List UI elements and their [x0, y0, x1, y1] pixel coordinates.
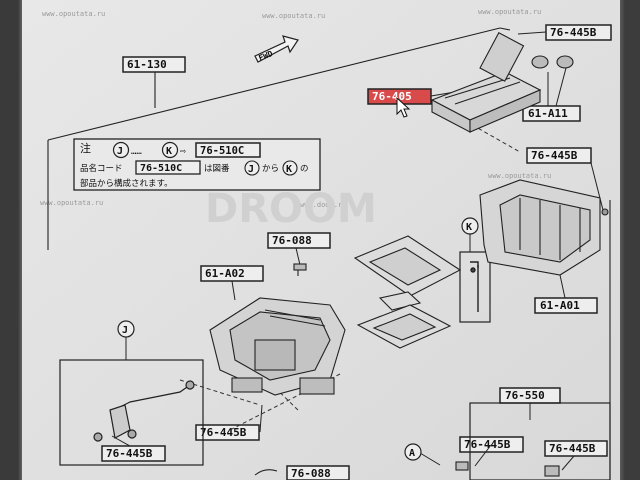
watermark-group: www.opoutata.ru www.opoutata.ru www.opou…: [40, 8, 551, 209]
detail-frames: [59, 251, 611, 480]
heater-unit: [209, 297, 346, 396]
note-line1-end: の: [300, 164, 309, 174]
callout-k: K: [466, 222, 472, 233]
note-line1-j: J: [248, 164, 254, 175]
small-clip: [293, 263, 307, 276]
watermark-mid-right: www.opoutata.ru: [488, 172, 551, 180]
note-callout-j: J: [117, 146, 123, 157]
linkage-part: [93, 380, 195, 442]
note-dots: ……: [131, 147, 142, 157]
upper-duct-part: [430, 31, 574, 133]
detail-frame-j: [59, 359, 204, 466]
bottom-right-parts: [254, 461, 560, 477]
note-marker: 注: [80, 141, 91, 155]
label-bottom-small: 76-088: [291, 467, 331, 480]
note-callout-k: K: [166, 146, 172, 157]
filter-plates: [353, 235, 462, 349]
label-heater-unit: 61-A02: [205, 267, 245, 280]
callout-circles: K J A: [117, 217, 479, 461]
label-boxes: 61-130 76-445B 76-405 61-A11 76-445B 76-…: [101, 24, 612, 480]
leader-lines: [111, 31, 604, 471]
rod-part: [470, 261, 479, 312]
watermark-mid-left: www.opoutata.ru: [40, 199, 103, 207]
watermark-logo: DROOM: [205, 186, 377, 232]
callout-a: A: [409, 448, 415, 459]
label-center-small: 76-088: [272, 234, 312, 247]
label-61-130: 61-130: [127, 58, 167, 71]
detail-frame-76-550: [469, 402, 611, 480]
note-line2: 部品から構成されます。: [80, 178, 173, 189]
note-arrow-icon: ⇨: [180, 146, 186, 157]
callout-j: J: [122, 325, 128, 336]
note-box: 注 J …… K ⇨ 76-510C 品名コード 76-510C は図番 J か…: [73, 138, 321, 191]
watermark-top-right: www.opoutata.ru: [478, 8, 541, 16]
label-right-upper: 61-A11: [528, 107, 568, 120]
label-right-lower: 61-A01: [540, 299, 580, 312]
watermark-top-center: www.opoutata.ru: [262, 12, 325, 20]
mouse-cursor-icon: [396, 96, 411, 118]
blower-housing: [479, 179, 609, 276]
label-right-mid: 76-445B: [531, 149, 578, 162]
note-part-code: 76-510C: [200, 145, 244, 157]
note-line1-to: から: [262, 164, 279, 174]
label-bottom-right-a: 76-445B: [464, 438, 511, 451]
label-bottom-right-b: 76-445B: [549, 442, 596, 455]
note-line1-code: 76-510C: [140, 163, 182, 174]
label-bottom-left: 76-445B: [106, 447, 153, 460]
label-bottom-center: 76-445B: [200, 426, 247, 439]
note-line1-k: K: [286, 164, 292, 175]
label-top-right-clip: 76-445B: [550, 26, 597, 39]
label-highlight: 76-405: [372, 90, 412, 103]
watermark-top-left: www.opoutata.ru: [42, 10, 105, 18]
note-line1-prefix: 品名コード: [80, 163, 123, 174]
note-line1-mid: は図番: [204, 163, 230, 174]
label-box-76-550: 76-550: [505, 389, 545, 402]
detail-frame-k: [459, 251, 491, 323]
watermark-mid-center: www.doom.ru: [300, 201, 346, 209]
